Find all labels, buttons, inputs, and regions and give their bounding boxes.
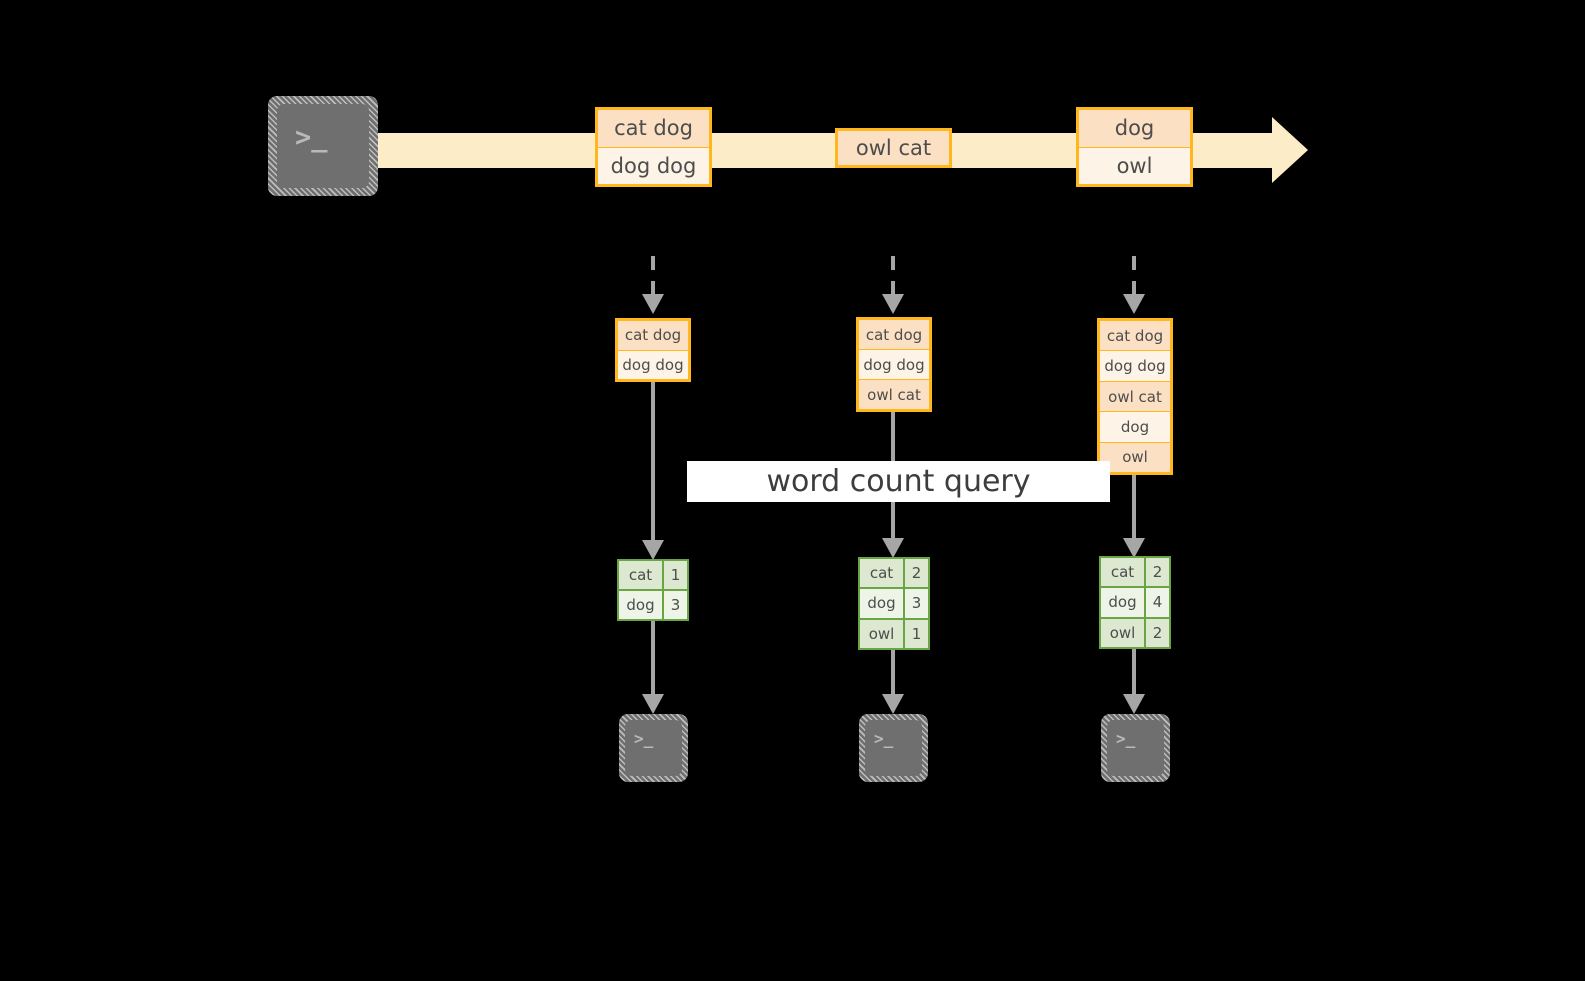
table-row: cat 1 bbox=[619, 561, 687, 591]
column-3-result-count-3: 2 bbox=[1146, 618, 1169, 647]
terminal-prompt-glyph: >_ bbox=[295, 122, 328, 153]
column-2-result-word-1: cat bbox=[860, 559, 905, 588]
table-row: dog 3 bbox=[619, 591, 687, 619]
column-2-result-count-3: 1 bbox=[905, 619, 928, 648]
table-row: cat 2 bbox=[860, 559, 928, 590]
column-1-result-word-1: cat bbox=[619, 561, 664, 589]
column-1-result-word-2: dog bbox=[619, 591, 664, 619]
stream-batch-1-line-2: dog dog bbox=[598, 147, 709, 184]
terminal-prompt-glyph: >_ bbox=[874, 729, 894, 748]
column-2-result-table[interactable]: cat 2 dog 3 owl 1 bbox=[858, 557, 930, 650]
terminal-screen bbox=[277, 104, 369, 188]
table-row: dog 3 bbox=[860, 589, 928, 620]
column-3-result-word-2: dog bbox=[1101, 588, 1146, 617]
column-2-result-word-3: owl bbox=[860, 619, 905, 648]
terminal-screen bbox=[1107, 720, 1164, 776]
column-1-result-count-2: 3 bbox=[664, 591, 687, 619]
column-3-accumulated-box[interactable]: cat dog dog dog owl cat dog owl bbox=[1097, 318, 1173, 475]
column-2-result-count-1: 2 bbox=[905, 559, 928, 588]
stream-batch-3-line-2: owl bbox=[1079, 147, 1190, 184]
column-2-accumulated-box[interactable]: cat dog dog dog owl cat bbox=[856, 317, 932, 412]
column-1-result-table[interactable]: cat 1 dog 3 bbox=[617, 559, 689, 621]
event-stream-arrowhead bbox=[1272, 117, 1308, 183]
column-3-result-word-1: cat bbox=[1101, 558, 1146, 587]
column-2-accumulated-line-1: cat dog bbox=[859, 320, 929, 350]
column-1-dashed-connector bbox=[642, 256, 664, 314]
column-3-accumulated-line-2: dog dog bbox=[1100, 351, 1170, 382]
producer-terminal-icon[interactable]: >_ bbox=[268, 96, 378, 196]
column-1-accumulated-box[interactable]: cat dog dog dog bbox=[615, 318, 691, 382]
column-2-result-word-2: dog bbox=[860, 589, 905, 618]
stream-batch-1-line-1: cat dog bbox=[598, 110, 709, 148]
table-row: cat 2 bbox=[1101, 558, 1169, 589]
column-2-result-count-2: 3 bbox=[905, 589, 928, 618]
column-1-output-connector bbox=[642, 621, 664, 714]
column-2-accumulated-line-3: owl cat bbox=[859, 380, 929, 409]
column-1-accumulated-line-1: cat dog bbox=[618, 321, 688, 351]
column-3-consumer-terminal-icon[interactable]: >_ bbox=[1101, 714, 1170, 782]
column-2-dashed-connector bbox=[882, 256, 904, 314]
stream-batch-3[interactable]: dog owl bbox=[1076, 107, 1193, 187]
column-1-accumulated-line-2: dog dog bbox=[618, 350, 688, 379]
stream-batch-3-line-1: dog bbox=[1079, 110, 1190, 148]
column-3-accumulated-line-3: owl cat bbox=[1100, 381, 1170, 413]
terminal-prompt-glyph: >_ bbox=[634, 729, 654, 748]
stream-batch-2-line-1: owl cat bbox=[838, 131, 949, 165]
column-2-output-connector bbox=[882, 650, 904, 714]
query-label-band: word count query bbox=[687, 461, 1110, 502]
column-3-dashed-connector bbox=[1123, 256, 1145, 314]
terminal-screen bbox=[625, 720, 682, 776]
table-row: owl 2 bbox=[1101, 618, 1169, 647]
table-row: dog 4 bbox=[1101, 588, 1169, 619]
stream-batch-2[interactable]: owl cat bbox=[835, 128, 952, 168]
column-3-result-table[interactable]: cat 2 dog 4 owl 2 bbox=[1099, 556, 1171, 649]
column-3-accumulated-line-4: dog bbox=[1100, 412, 1170, 443]
terminal-screen bbox=[865, 720, 922, 776]
column-2-consumer-terminal-icon[interactable]: >_ bbox=[859, 714, 928, 782]
column-3-result-count-1: 2 bbox=[1146, 558, 1169, 587]
terminal-prompt-glyph: >_ bbox=[1116, 729, 1136, 748]
table-row: owl 1 bbox=[860, 619, 928, 648]
column-3-output-connector bbox=[1123, 649, 1145, 714]
column-2-accumulated-line-2: dog dog bbox=[859, 350, 929, 380]
column-3-accumulated-line-1: cat dog bbox=[1100, 321, 1170, 352]
column-1-query-connector bbox=[642, 382, 664, 560]
column-1-consumer-terminal-icon[interactable]: >_ bbox=[619, 714, 688, 782]
column-3-query-connector bbox=[1123, 475, 1145, 558]
column-3-accumulated-line-5: owl bbox=[1100, 442, 1170, 473]
stream-batch-1[interactable]: cat dog dog dog bbox=[595, 107, 712, 187]
column-3-result-count-2: 4 bbox=[1146, 588, 1169, 617]
column-3-result-word-3: owl bbox=[1101, 618, 1146, 647]
column-1-result-count-1: 1 bbox=[664, 561, 687, 589]
